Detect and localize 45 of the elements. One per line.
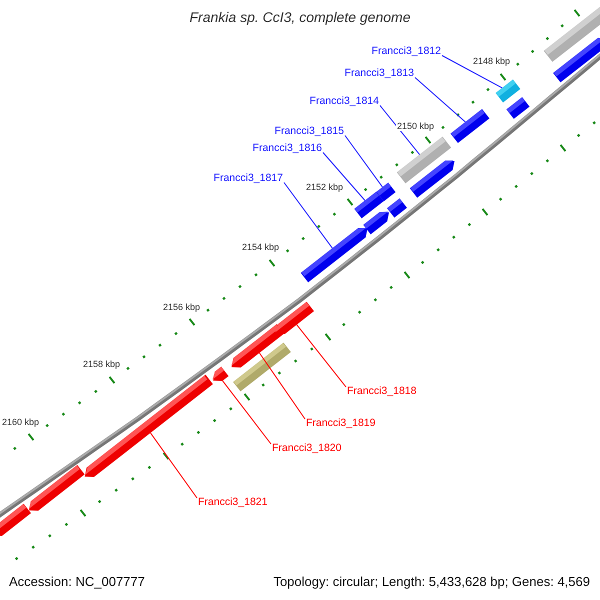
gene-label: Francci3_1819 [306,418,376,428]
gene-feature [553,38,600,82]
gene-feature [84,374,213,478]
gene-feature [212,366,229,382]
gene-label: Francci3_1816 [252,143,322,154]
gene-label: Francci3_1821 [198,497,268,508]
scale-label: 2160 kbp [1,418,40,427]
scale-label: 2148 kbp [472,57,512,66]
gene-feature [275,302,314,334]
leader-line [322,152,366,201]
leader-line [150,432,198,498]
gene-feature [387,198,407,218]
gene-label: Francci3_1812 [372,46,441,56]
scale-label: 2154 kbp [241,243,280,252]
gene-label: Francci3_1813 [344,68,414,78]
leader-line [414,77,466,122]
leader-line [284,182,333,249]
scale-label: 2158 kbp [82,360,122,369]
leader-line [222,380,272,444]
leader-line [258,352,306,420]
gene-label: Francci3_1818 [347,386,416,396]
gene-label: Francci3_1815 [274,126,344,136]
gene-feature [376,182,396,202]
gene-feature [450,108,490,144]
gene-label: Francci3_1820 [272,443,342,454]
leader-line [344,135,383,188]
gene-feature [506,97,530,119]
gene-feature [363,212,390,234]
leader-line [442,55,503,88]
gene-label: Francci3_1817 [214,173,283,184]
leader-line [380,105,420,156]
scale-label: 2150 kbp [396,122,436,131]
map-title: Frankia sp. CcI3, complete genome [188,10,412,24]
gene-feature [300,228,368,282]
leader-line [296,324,346,388]
gene-feature [496,80,520,102]
accession-text: Accession: NC_007777 [9,575,145,588]
scale-label: 2152 kbp [305,183,344,192]
scale-label: 2156 kbp [162,303,202,312]
gene-feature [410,160,454,198]
gene-feature [28,464,85,511]
genome-info-text: Topology: circular; Length: 5,433,628 bp; Genes: 4,569 [273,575,590,588]
gene-feature [233,342,291,392]
gene-feature [0,504,32,536]
gene-label: Francci3_1814 [310,96,379,106]
